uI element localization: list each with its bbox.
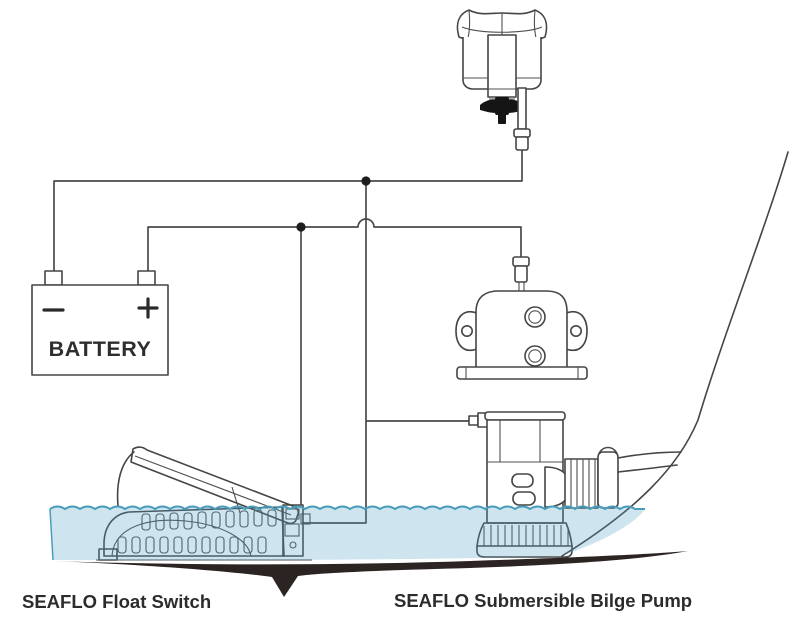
wiring bbox=[53, 150, 523, 524]
housing-connector-barrel bbox=[512, 256, 530, 267]
float-switch-bracket-knob bbox=[300, 513, 311, 525]
bilge-pump bbox=[468, 411, 682, 558]
housing-base-flange bbox=[456, 366, 588, 380]
pump-hose-coupler bbox=[597, 451, 619, 509]
float-switch-lid-seam bbox=[134, 455, 292, 516]
battery-terminal-negative bbox=[44, 270, 63, 286]
pump-discharge-hose bbox=[617, 451, 682, 473]
housing-connector-sleeve bbox=[514, 265, 528, 283]
housing-face-hole-lower-inner bbox=[528, 349, 542, 363]
battery-plus-symbol-glyph bbox=[137, 297, 159, 319]
housing-face-hole-lower bbox=[524, 345, 546, 367]
pump-slot-lower bbox=[512, 491, 536, 506]
housing-lead-wires bbox=[518, 282, 525, 291]
switch-terminal-lead bbox=[517, 87, 527, 130]
junction-dot bbox=[361, 176, 371, 186]
float-switch-lid bbox=[130, 446, 300, 525]
switch-connector-barrel bbox=[513, 128, 531, 138]
boat-keel bbox=[52, 551, 688, 597]
pump-discharge-rib-lines bbox=[570, 459, 596, 508]
housing-body bbox=[475, 290, 568, 369]
wire-battery-positive bbox=[147, 218, 522, 282]
switch-stem-tip bbox=[498, 114, 506, 124]
junction-dot bbox=[296, 222, 306, 232]
float-switch-bracket-bolt bbox=[289, 541, 297, 549]
switch-wing-nut-center bbox=[495, 97, 509, 115]
pump-body-panel-lines bbox=[487, 420, 563, 463]
pump-strainer-skirt bbox=[476, 522, 573, 547]
housing-face-hole-upper bbox=[524, 306, 546, 328]
battery-label: BATTERY bbox=[49, 337, 152, 361]
bilge-pump-label: SEAFLO Submersible Bilge Pump bbox=[394, 590, 692, 611]
pump-top-cap bbox=[484, 411, 566, 421]
switch-connector-sleeve bbox=[515, 136, 529, 151]
battery: BATTERY bbox=[31, 270, 169, 376]
pump-discharge-ribs bbox=[564, 458, 599, 509]
float-switch-bracket bbox=[282, 504, 304, 557]
pump-slot-upper bbox=[511, 473, 534, 488]
battery-body bbox=[31, 284, 169, 376]
float-switch-bracket-part2 bbox=[284, 523, 300, 537]
housing-face-hole-upper-inner bbox=[528, 310, 542, 324]
mounted-housing bbox=[455, 256, 588, 380]
float-switch-label: SEAFLO Float Switch bbox=[22, 591, 211, 612]
wire-battery-negative bbox=[53, 150, 523, 283]
panel-rocker-switch bbox=[456, 9, 548, 151]
wire-common-branch bbox=[302, 181, 367, 524]
switch-cap-facets bbox=[461, 9, 543, 44]
float-switch-cage bbox=[103, 506, 285, 557]
battery-terminal-positive bbox=[137, 270, 156, 286]
float-switch-bracket-part bbox=[285, 508, 300, 520]
float-switch-cage-slots bbox=[117, 509, 277, 554]
switch-wing-nut bbox=[480, 99, 524, 113]
housing-ear-hole-right bbox=[569, 324, 582, 337]
boat-hull-line bbox=[561, 151, 789, 557]
float-switch-cage-arch bbox=[111, 519, 252, 557]
switch-stem-column bbox=[487, 34, 517, 98]
housing-ear-hole-left bbox=[460, 324, 473, 337]
housing-flange-ticks bbox=[465, 367, 579, 379]
switch-body-lines bbox=[463, 77, 541, 90]
water-left-edge bbox=[49, 508, 54, 561]
pump-wire-fitting bbox=[468, 415, 479, 426]
float-switch-lid-nose bbox=[116, 451, 135, 507]
float-switch bbox=[96, 446, 312, 561]
bilge-water bbox=[50, 506, 645, 561]
pump-strainer-band bbox=[476, 545, 573, 558]
pump-strainer-ribs bbox=[483, 525, 569, 546]
water-surface-line bbox=[49, 505, 645, 511]
